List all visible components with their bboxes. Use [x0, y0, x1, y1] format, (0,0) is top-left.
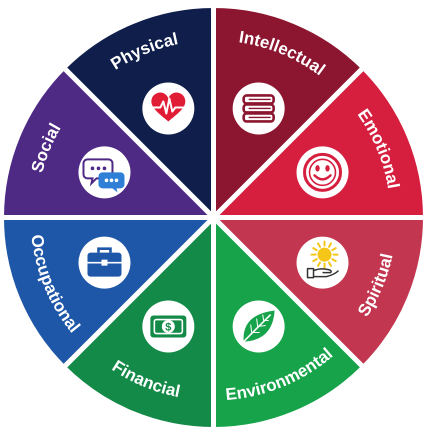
briefcase-icon	[78, 236, 131, 289]
segment-spiritual	[207, 215, 427, 371]
segment-emotional	[207, 64, 427, 220]
segment-intellectual	[211, 2, 367, 224]
segment-physical	[60, 2, 216, 224]
segment-environmental	[211, 211, 367, 433]
dollar-bill-icon: $	[142, 300, 195, 353]
smiley-face-icon	[296, 146, 349, 199]
wheel-icons: $	[78, 82, 349, 353]
segment-social	[0, 64, 220, 220]
stack-of-books-icon	[232, 82, 285, 135]
sun-over-open-hand-icon	[296, 236, 349, 289]
segment-financial	[60, 211, 216, 433]
heart-with-pulse-icon	[142, 82, 195, 135]
segment-occupational	[0, 215, 220, 371]
chat-bubbles-icon	[78, 146, 131, 199]
leaf-icon	[232, 300, 285, 353]
svg-text:$: $	[165, 322, 171, 334]
